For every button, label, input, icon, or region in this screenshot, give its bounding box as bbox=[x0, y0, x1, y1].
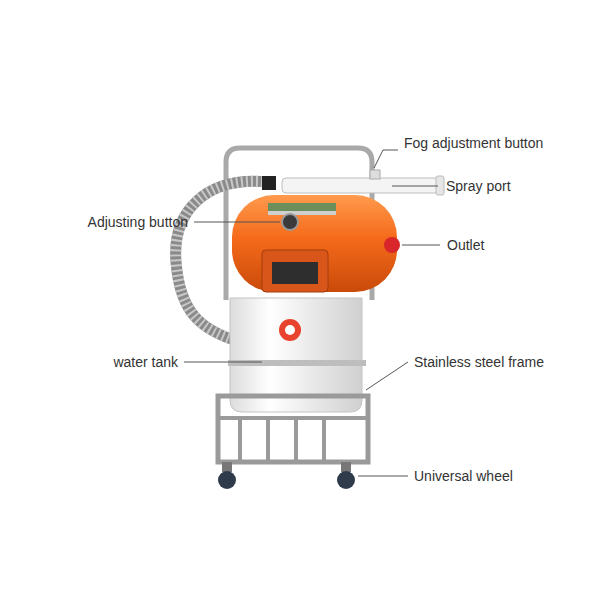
part-label: Fog adjustment button bbox=[404, 135, 543, 151]
part-label: Outlet bbox=[447, 237, 484, 253]
part-label: Stainless steel frame bbox=[414, 354, 544, 370]
part-label: water tank bbox=[113, 354, 178, 370]
part-label: Adjusting button bbox=[88, 214, 188, 230]
part-label: Universal wheel bbox=[414, 468, 513, 484]
part-label: Spray port bbox=[446, 178, 511, 194]
